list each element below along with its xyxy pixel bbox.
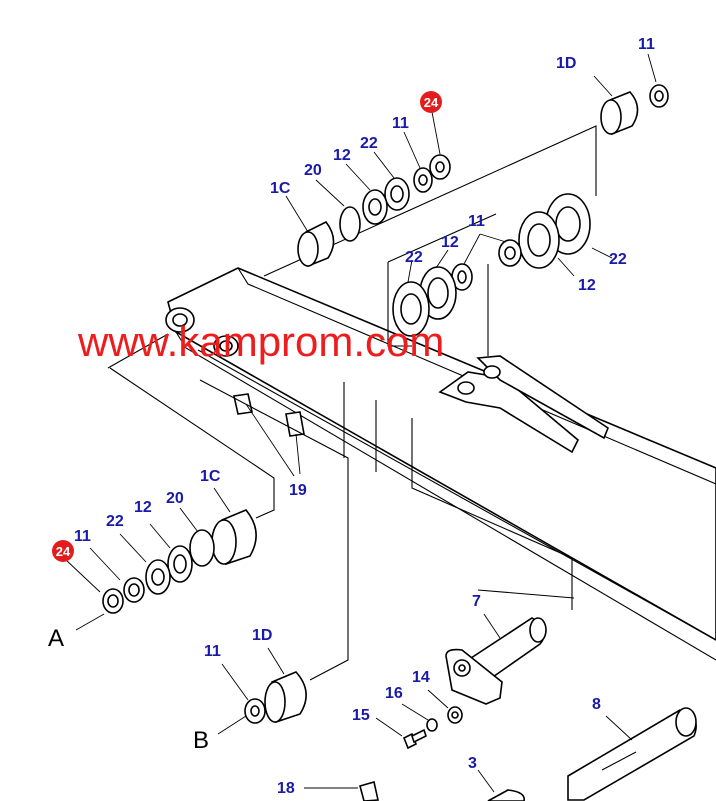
middle-washer-cluster <box>392 193 591 337</box>
label-22-d: 22 <box>106 513 124 530</box>
pin-7 <box>445 617 547 705</box>
label-3: 3 <box>468 755 477 772</box>
label-8: 8 <box>592 696 601 713</box>
badge-24-bottom: 24 <box>52 540 74 562</box>
badge-24-bottom-label: 24 <box>56 544 71 559</box>
label-11-e: 11 <box>204 643 221 660</box>
boom-arm <box>165 267 716 661</box>
lower-washer-stack <box>102 529 215 614</box>
label-16: 16 <box>385 685 403 702</box>
label-1c-b: 1C <box>200 468 221 485</box>
top-right-bushing-1d <box>600 84 669 136</box>
pin-8 <box>567 707 697 801</box>
badge-24-top-label: 24 <box>424 95 439 110</box>
label-11-c: 11 <box>468 213 485 230</box>
label-1d-b: 1D <box>252 627 272 644</box>
label-22-c: 22 <box>609 251 627 268</box>
label-15: 15 <box>352 707 370 724</box>
label-20-b: 20 <box>166 490 184 507</box>
assembly-lines <box>107 125 597 681</box>
top-washer-stack <box>339 154 451 242</box>
label-18: 18 <box>277 780 295 797</box>
leader-lines <box>65 53 657 793</box>
lock-washer-16 <box>426 718 438 732</box>
label-22-b: 22 <box>405 249 423 266</box>
label-11-d: 11 <box>74 528 91 545</box>
bolt-18 <box>359 780 379 801</box>
label-22-a: 22 <box>360 135 378 152</box>
badge-24-top: 24 <box>420 91 442 113</box>
label-14: 14 <box>412 669 430 686</box>
lower-bushing-1d <box>244 671 307 724</box>
label-19: 19 <box>289 482 307 499</box>
label-7: 7 <box>472 593 481 610</box>
label-11-b: 11 <box>392 115 409 132</box>
watermark-text: www.kamprom.com <box>77 318 444 365</box>
label-12-b: 12 <box>441 234 459 251</box>
label-20-a: 20 <box>304 162 322 179</box>
label-11-top: 11 <box>638 36 655 53</box>
label-1d-top: 1D <box>556 55 576 72</box>
part-labels: 1D 11 11 22 12 20 1C 11 22 12 22 12 19 1… <box>74 36 655 797</box>
top-bushing-1c <box>297 220 335 268</box>
label-12-a: 12 <box>333 147 351 164</box>
bolt-15 <box>402 728 427 750</box>
label-12-d: 12 <box>134 499 152 516</box>
label-1c-a: 1C <box>270 180 291 197</box>
lower-bushing-1c <box>211 509 257 566</box>
label-12-c: 12 <box>578 277 596 294</box>
view-letter-a: A <box>48 625 64 652</box>
view-letter-b: B <box>193 727 209 754</box>
washer-14 <box>447 706 463 724</box>
